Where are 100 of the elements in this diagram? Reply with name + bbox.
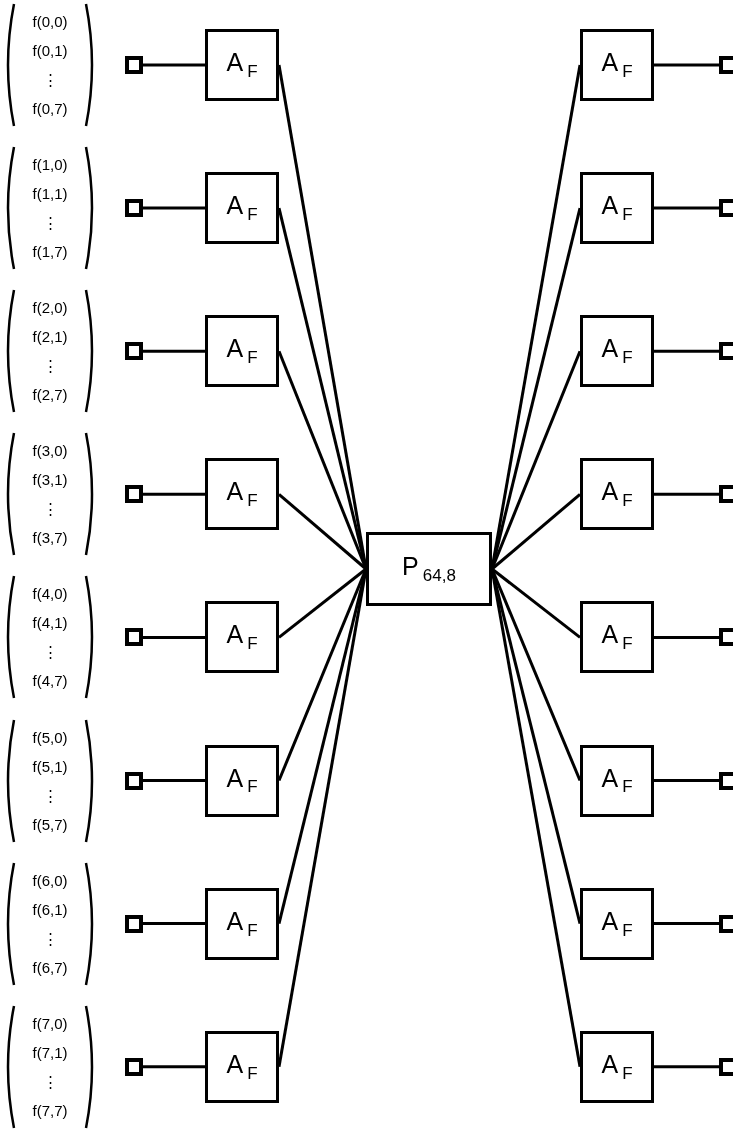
process-box [580, 601, 654, 674]
process-box [580, 1030, 654, 1103]
small-square-terminal [125, 914, 143, 933]
connector-line [143, 779, 205, 782]
vector-entry: f(2,7) [31, 385, 69, 405]
connector-line [654, 349, 719, 353]
vector-entry: f(1,1) [31, 184, 69, 204]
vector-entry: ⋮ [41, 356, 59, 376]
process-box [580, 458, 654, 531]
process-box [205, 887, 279, 960]
connector-line [278, 567, 367, 639]
connector-line [654, 922, 719, 926]
small-square-terminal [719, 485, 733, 504]
box-label: A$_{F}$ [601, 1049, 633, 1084]
box-label: A$_{F}$ [226, 334, 258, 369]
process-box [580, 29, 654, 101]
process-box [580, 887, 654, 960]
small-square-terminal [125, 342, 143, 361]
connector-line [278, 493, 367, 571]
vector-entry: f(5,0) [31, 727, 69, 747]
connector-line [654, 1065, 719, 1069]
connector-line [654, 206, 719, 210]
connector-line [143, 922, 205, 926]
connector-line [143, 349, 205, 353]
box-label: A$_{F}$ [226, 1049, 258, 1084]
small-square-terminal [719, 771, 733, 790]
connector-line [143, 1065, 205, 1069]
vector-entry: f(0,7) [31, 99, 69, 118]
process-box [205, 1030, 279, 1103]
connector-line [654, 63, 719, 67]
vector-entry: ⋮ [41, 70, 59, 89]
box-label: A$_{F}$ [226, 477, 258, 512]
box-label: A$_{F}$ [226, 191, 258, 226]
box-label: A$_{F}$ [601, 334, 633, 369]
box-label: A$_{F}$ [601, 191, 633, 226]
small-square-terminal [125, 771, 143, 790]
vector-entry: f(2,0) [31, 298, 69, 318]
vector-entry: f(0,0) [31, 12, 69, 31]
vector-entry: ⋮ [41, 499, 59, 519]
permutation-box [366, 532, 492, 606]
vector-entry: f(5,1) [31, 756, 69, 776]
vector-entry: ⋮ [41, 642, 59, 662]
vector-entry: f(5,7) [31, 814, 69, 834]
vector-entry: f(2,1) [31, 327, 69, 347]
vector-entry: f(7,1) [31, 1042, 69, 1062]
small-square-terminal [125, 628, 143, 647]
small-square-terminal [719, 199, 733, 218]
vector-entry: f(7,7) [31, 1100, 69, 1120]
box-label: A$_{F}$ [226, 620, 258, 655]
box-label: A$_{F}$ [601, 620, 633, 655]
vector-entry: ⋮ [41, 785, 59, 805]
small-square-terminal [125, 56, 143, 74]
connector-line [654, 635, 719, 639]
process-box [580, 315, 654, 388]
vector-entry: f(6,0) [31, 870, 69, 890]
small-square-terminal [125, 199, 143, 218]
box-label: A$_{F}$ [226, 48, 258, 82]
vector-entry: f(3,0) [31, 441, 69, 461]
box-label: A$_{F}$ [601, 906, 633, 941]
vector-entry: f(4,0) [31, 584, 69, 604]
box-label: P$_{64,8}$ [402, 552, 456, 586]
small-square-terminal [719, 342, 733, 361]
connector-line [491, 493, 581, 571]
connector-line [143, 63, 205, 67]
process-box [205, 744, 279, 817]
vector-entry: f(7,0) [31, 1013, 69, 1033]
small-square-terminal [719, 628, 733, 647]
process-box [580, 744, 654, 817]
process-box [205, 315, 279, 388]
process-box [205, 601, 279, 674]
connector-line [143, 206, 205, 210]
vector-entry: f(1,7) [31, 242, 69, 262]
vector-entry: ⋮ [41, 1071, 59, 1091]
vector-entry: f(3,7) [31, 528, 69, 548]
connector-line [491, 567, 581, 639]
box-label: A$_{F}$ [226, 763, 258, 798]
process-box [205, 172, 279, 245]
vector-entry: ⋮ [41, 928, 59, 948]
vector-entry: ⋮ [41, 213, 59, 233]
vector-entry: f(4,1) [31, 613, 69, 633]
process-box [205, 29, 279, 101]
process-box [205, 458, 279, 531]
vector-entry: f(6,7) [31, 957, 69, 977]
small-square-terminal [125, 1057, 143, 1076]
box-label: A$_{F}$ [601, 763, 633, 798]
connector-line [654, 492, 719, 496]
vector-entry: f(3,1) [31, 470, 69, 490]
small-square-terminal [125, 485, 143, 504]
connector-line [654, 779, 719, 782]
vector-entry: f(6,1) [31, 899, 69, 919]
process-box [580, 172, 654, 245]
small-square-terminal [719, 1057, 733, 1076]
connector-line [143, 635, 205, 639]
small-square-terminal [719, 56, 733, 74]
vector-entry: f(4,7) [31, 671, 69, 691]
vector-entry: f(0,1) [31, 41, 69, 60]
small-square-terminal [719, 914, 733, 933]
vector-entry: f(1,0) [31, 155, 69, 175]
box-label: A$_{F}$ [601, 477, 633, 512]
box-label: A$_{F}$ [601, 48, 633, 82]
